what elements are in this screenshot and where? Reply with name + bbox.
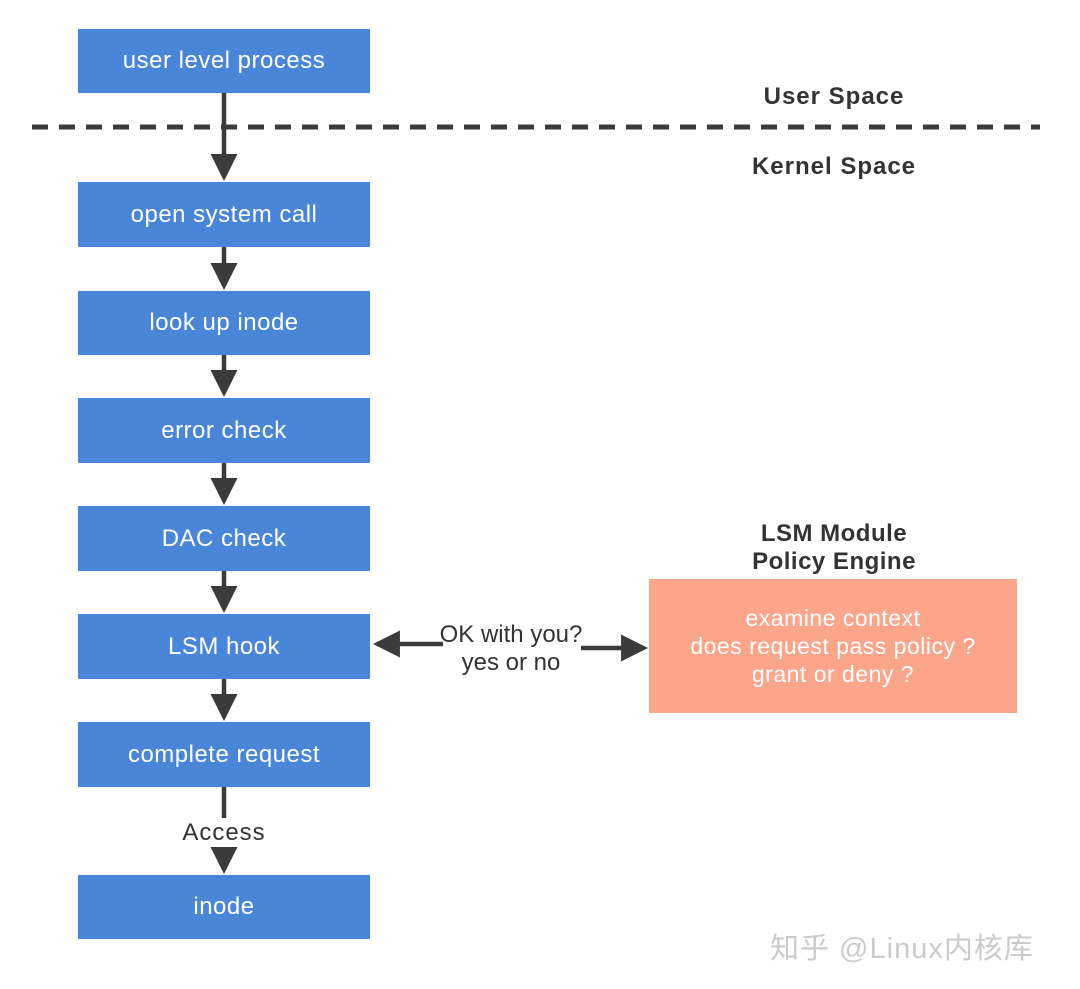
policy-engine-box: examine context does request pass policy… [649,579,1017,713]
lsm-module-title-line2: Policy Engine [752,548,916,575]
policy-box-line3: grant or deny ? [751,661,915,687]
kernel-space-label: Kernel Space [751,153,917,180]
policy-box-line1: examine context [745,605,921,631]
flow-box-open-system-call: open system call [78,182,370,247]
flow-box-look-up-inode: look up inode [78,291,370,355]
flow-box-error-check: error check [78,398,370,463]
access-label: Access [182,819,266,846]
flow-box-dac-check: DAC check [78,506,370,571]
flow-box-lsm-hook: LSM hook [78,614,370,679]
ok-with-you-label: OK with you? yes or no [425,621,597,677]
flow-box-user-level-process: user level process [78,29,370,93]
policy-box-line2: does request pass policy ? [690,633,976,659]
ok-with-you-line1: OK with you? [439,621,583,648]
flow-box-complete-request: complete request [78,722,370,787]
lsm-module-title-line1: LSM Module [760,520,908,547]
zhihu-watermark: 知乎 @Linux内核库 [770,933,1034,965]
ok-with-you-line2: yes or no [461,649,561,676]
flow-box-inode: inode [78,875,370,939]
lsm-module-title: LSM Module Policy Engine [650,520,1018,576]
user-space-label: User Space [763,83,905,110]
